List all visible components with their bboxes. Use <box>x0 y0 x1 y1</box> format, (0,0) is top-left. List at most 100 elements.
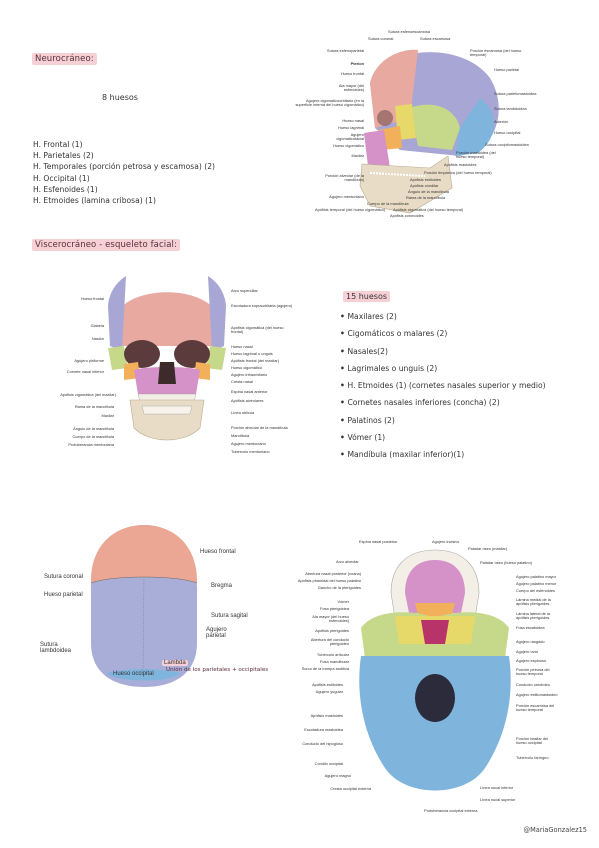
anterior-label: Ángulo de la mandíbula <box>73 426 114 431</box>
lateral-label: Sutura parietomastoidea <box>494 91 537 96</box>
lateral-label: Hueso frontal <box>340 71 364 76</box>
list-item: H. Frontal (1) <box>33 140 83 149</box>
base-label: Lámina lateral de la apófisis pterigoide… <box>516 611 550 621</box>
skullcap-note: Unión de los parietales + occipitales <box>166 667 269 673</box>
lateral-label: Apófisis estiloides <box>410 177 441 182</box>
list-item: H. Temporales (porción petrosa y escamos… <box>33 162 216 172</box>
anterior-label: Glabela <box>90 323 104 328</box>
anterior-label: Nasión <box>91 336 104 341</box>
base-label: Agujero yugular <box>315 689 343 694</box>
visc-title: Viscerocráneo - esqueleto facial: <box>32 239 180 251</box>
anterior-label: Hueso nasal <box>231 344 253 349</box>
base-label: Apófisis estiloides <box>312 682 343 687</box>
skullcap-label: Sutura coronal <box>44 574 84 580</box>
base-label: Paladar óseo (maxilar) <box>468 546 508 551</box>
anterior-label: Agujero infraorbitario <box>231 372 268 377</box>
base-label: Línea nucal inferior <box>480 785 514 790</box>
base-label: Porción petrosa del hueso temporal <box>516 667 550 677</box>
anterior-label: Arco superciliar <box>231 288 258 293</box>
list-item: H. Parietales (2) <box>33 151 94 161</box>
skullcap-label: Sutura sagital <box>211 613 248 619</box>
base-label: Agujero espinoso <box>516 658 547 663</box>
base-label: Agujero palatino mayor <box>516 574 557 579</box>
base-label: Cuerpo del esfenoides <box>516 588 555 593</box>
base-label: Arco alveolar <box>336 559 359 564</box>
base-label: Vómer <box>337 599 349 604</box>
anterior-label: Cornete nasal inferior <box>66 369 104 374</box>
lateral-label: Hueso occipital <box>494 130 521 135</box>
base-label: Agujero magno <box>324 773 351 778</box>
visc-count-box: 15 huesos <box>343 284 391 303</box>
lateral-label: Sutura coronal <box>368 36 394 41</box>
neuro-count: 8 huesos <box>102 93 138 102</box>
inferior-skull-base-illustration <box>359 549 511 791</box>
list-item: H. Etmoides (lamina cribosa) (1) <box>33 196 156 206</box>
lateral-label: Porción mastoidea (del hueso temporal) <box>456 150 496 160</box>
anterior-label: Protuberancia mentoniana <box>68 442 114 447</box>
base-label: Cresta occipital externa <box>330 786 371 791</box>
base-label: Gancho de la pterigoides <box>317 585 361 590</box>
base-label: Abertura del conducto pterigoideo <box>310 637 349 647</box>
list-item: Maxilares (2) <box>340 308 546 325</box>
anterior-label: Cuerpo de la mandíbula <box>72 434 114 439</box>
anterior-label: Línea oblicua <box>231 410 255 415</box>
base-label: Agujero rasgado <box>516 639 545 644</box>
anterior-label: Rama de la mandíbula <box>74 404 114 409</box>
skullcap-label: Agujero parietal <box>206 627 227 640</box>
list-item: H. Esfenoides (1) <box>33 184 98 194</box>
skullcap-label: Hueso parietal <box>44 592 83 598</box>
lateral-label: Hueso nasal <box>342 118 364 123</box>
skullcap-label: Sutura lambdoidea <box>40 642 72 655</box>
list-item: Nasales(2) <box>340 343 546 360</box>
base-label: Porción basilar del hueso occipital <box>516 736 549 746</box>
visc-bone-list: Maxilares (2) Cigomáticos o malares (2) … <box>340 308 546 464</box>
base-label: Agujero oval <box>516 649 538 654</box>
anterior-label: Agujero piriforme <box>74 358 104 363</box>
anterior-label: Agujero mentoniano <box>231 441 266 446</box>
lateral-label: Pterion <box>350 61 364 66</box>
anterior-label: Apófisis frontal (del maxilar) <box>231 358 280 363</box>
base-label: Porción escamosa del hueso temporal <box>516 703 555 713</box>
anterior-label: Apófisis alveolares <box>231 398 264 403</box>
base-label: Abertura nasal posterior (coana) <box>305 571 361 576</box>
lateral-label: Apófisis coronoides <box>390 213 424 218</box>
base-label: Línea nucal superior <box>480 797 516 802</box>
base-label: Lámina medial de la apófisis pterigoides <box>516 597 551 607</box>
list-item: Mandíbula (maxilar inferior)(1) <box>340 446 546 463</box>
skullcap-label: Hueso frontal <box>200 549 236 555</box>
superior-skullcap-illustration <box>90 525 198 687</box>
skullcap-label: Bregma <box>211 583 233 589</box>
anterior-label: Apófisis cigomática (del hueso frontal) <box>231 325 284 335</box>
anterior-label: Tubérculo mentoniano <box>231 449 270 454</box>
lateral-skull-illustration <box>359 49 499 214</box>
lateral-label: Apófisis cigomática (del hueso temporal) <box>393 207 464 212</box>
lateral-label: Agujero cigomaticoorbitario (en la super… <box>295 98 364 108</box>
anterior-label: Mandíbula <box>231 433 250 438</box>
lateral-label: Porción alveolar (de la mandíbula) <box>325 173 364 183</box>
list-item: Cornetes nasales inferiores (concha) (2) <box>340 394 546 411</box>
lateral-label: Ángulo de la mandíbula <box>408 189 449 194</box>
base-label: Conducto del hipogloso <box>302 741 343 746</box>
author-signature: @MariaGonzalez15 <box>523 826 587 834</box>
base-label: Fosa escafoidea <box>516 625 545 630</box>
lateral-label: Apófisis cóndilar <box>410 183 439 188</box>
lateral-label: Sutura esfenoescamosa <box>388 29 430 34</box>
skullcap-label: Hueso occipital <box>113 671 154 677</box>
lateral-label: Sutura lambdoidea <box>494 106 527 111</box>
list-item: Cigomáticos o malares (2) <box>340 325 546 342</box>
base-label: Escotadura mastoidea <box>304 727 343 732</box>
lateral-label: Sutura escamosa <box>420 36 451 41</box>
neuro-bone-list: H. Frontal (1) H. Parietales (2) H. Temp… <box>33 139 215 206</box>
base-label: Apófisis piramidal del hueso palatino <box>297 578 361 583</box>
neuro-title: Neurocráneo: <box>32 53 97 65</box>
lateral-label: Hueso lagrimal <box>338 125 364 130</box>
anterior-label: Hueso lagrimal o unguis <box>231 351 273 356</box>
base-label: Agujero incisivo <box>432 539 460 544</box>
base-label: Espina nasal posterior <box>359 539 398 544</box>
base-label: Apófisis pterigoides <box>315 628 349 633</box>
anterior-label: Espina nasal anterior <box>231 389 268 394</box>
anterior-label: Porción alveolar de la mandíbula <box>231 425 288 430</box>
anterior-label: Maxilar <box>101 413 114 418</box>
list-item: Lagrimales o unguis (2) <box>340 360 546 377</box>
base-label: Apófisis mastoides <box>310 713 343 718</box>
